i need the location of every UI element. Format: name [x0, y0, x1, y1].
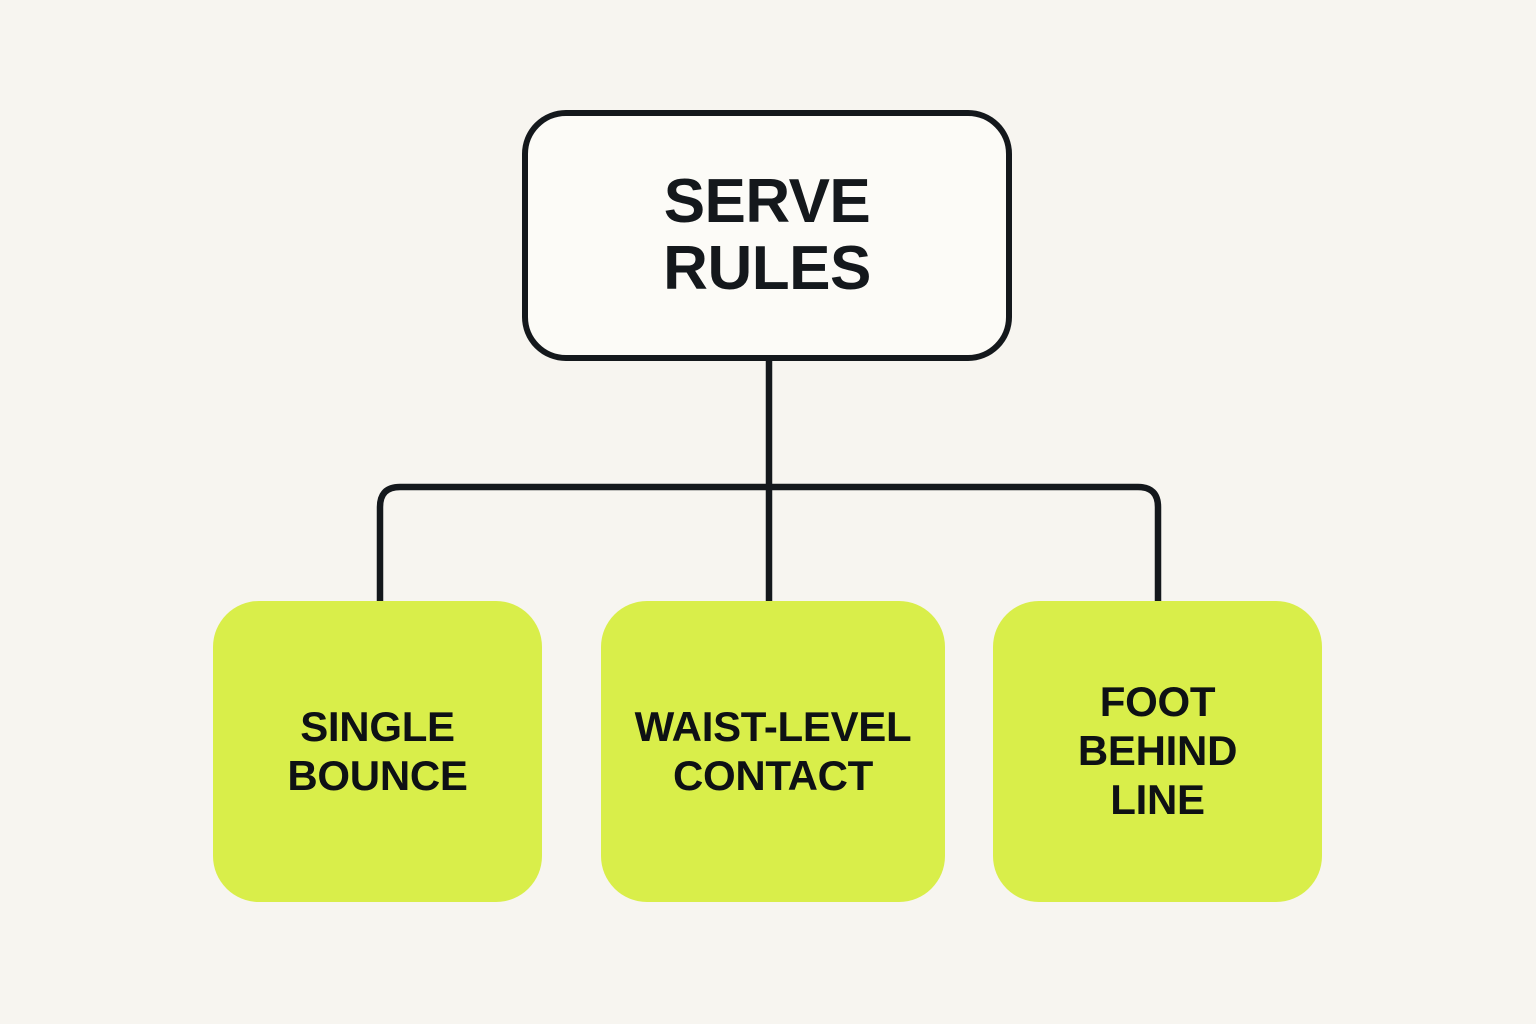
node-waist-level-contact-label: WAIST-LEVEL CONTACT [634, 702, 912, 799]
node-foot-behind-line-label: FOOT BEHIND LINE [1077, 678, 1238, 823]
node-waist-level-contact[interactable]: WAIST-LEVEL CONTACT [601, 601, 945, 902]
node-single-bounce[interactable]: SINGLE BOUNCE [213, 601, 542, 902]
connector-right-branch [769, 483, 1162, 602]
node-foot-behind-line[interactable]: FOOT BEHIND LINE [993, 601, 1322, 902]
connector-left-branch [376, 483, 769, 602]
node-serve-rules[interactable]: SERVE RULES [522, 110, 1012, 361]
node-single-bounce-label: SINGLE BOUNCE [287, 702, 468, 799]
node-serve-rules-label: SERVE RULES [663, 166, 871, 303]
